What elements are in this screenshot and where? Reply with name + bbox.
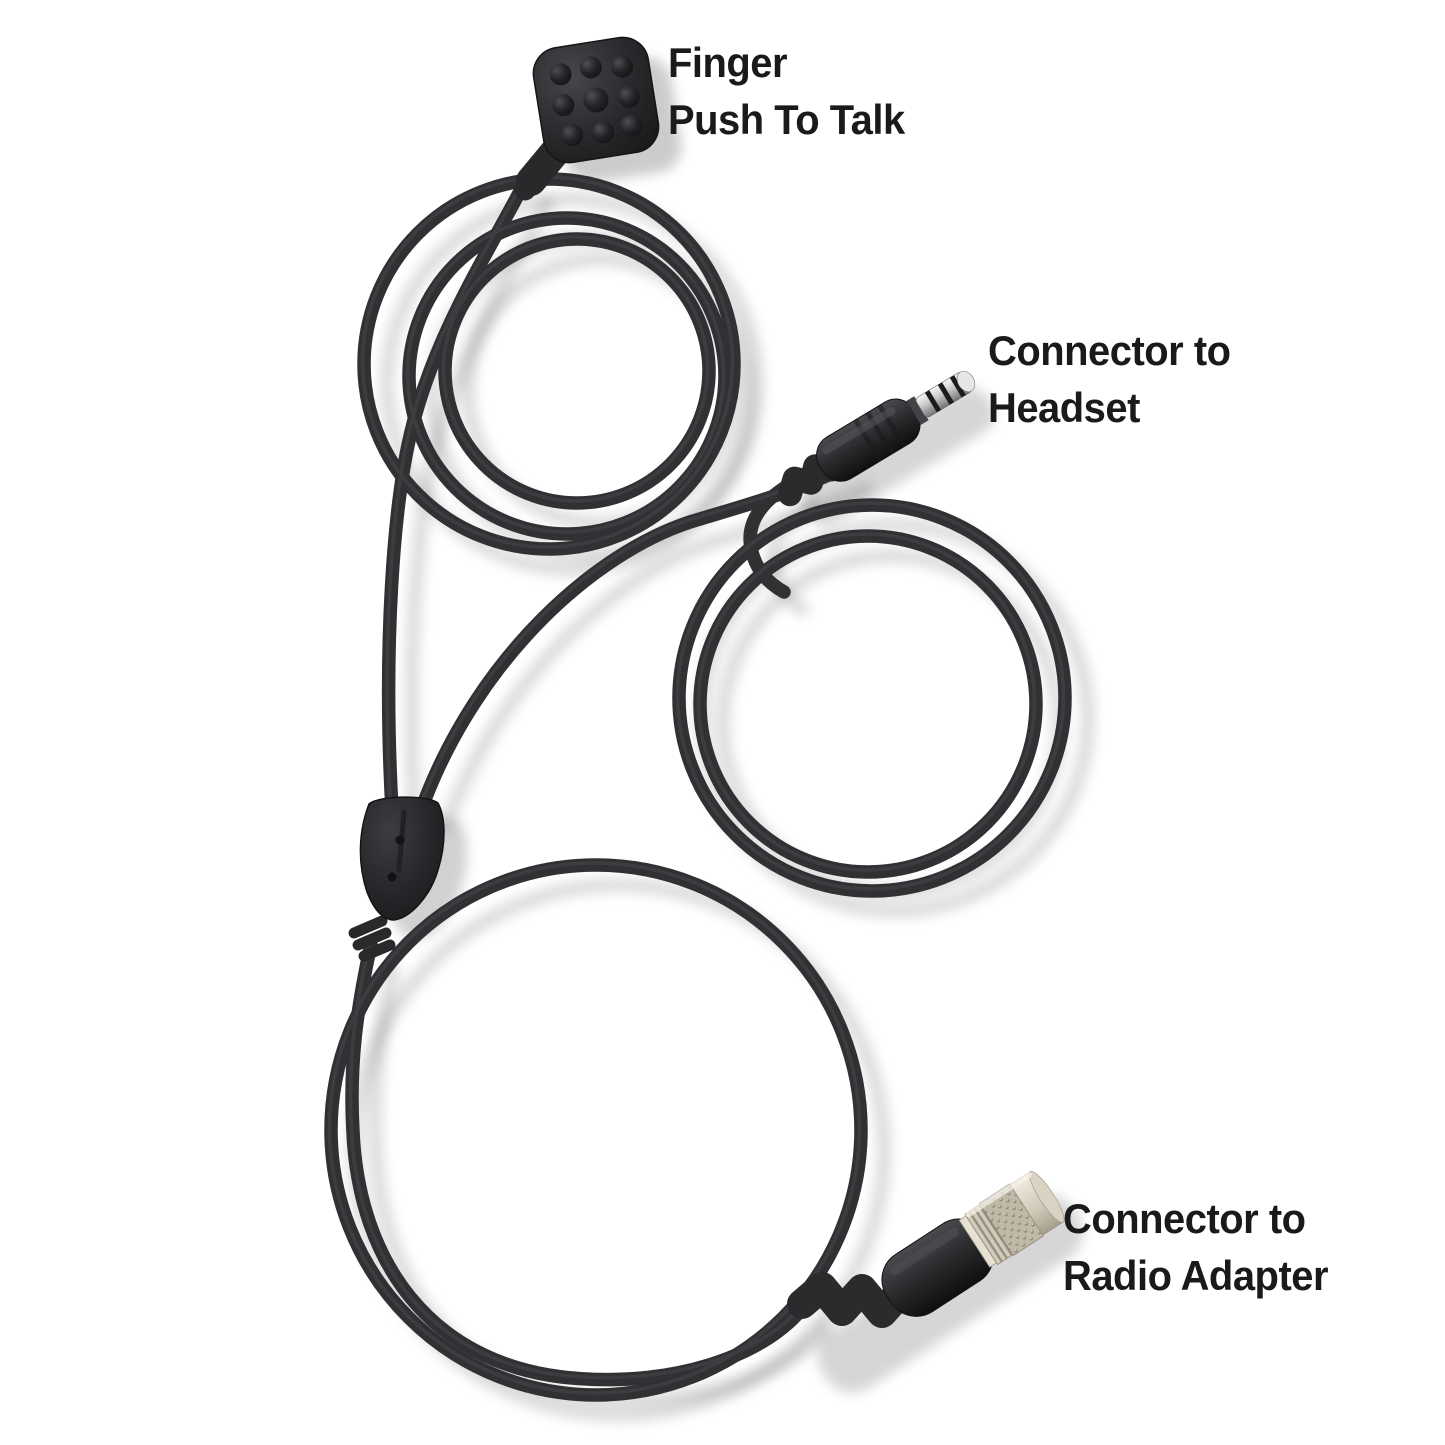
plug-collar	[906, 396, 929, 425]
radio-strain-relief	[787, 1272, 913, 1328]
radio-connector	[787, 1171, 1065, 1328]
splitter-hole	[387, 872, 397, 882]
radio-label-line1: Connector to	[1063, 1195, 1306, 1242]
headset-label-line1: Connector to	[988, 327, 1231, 374]
headset-label: Connector to Headset	[988, 322, 1231, 436]
headset-plug	[777, 370, 976, 507]
plug-tip	[956, 370, 976, 393]
ptt-strain-relief-tip	[514, 153, 559, 201]
ptt-label: Finger Push To Talk	[668, 34, 905, 148]
y-splitter	[348, 796, 445, 962]
radio-label-line2: Radio Adapter	[1063, 1252, 1329, 1299]
ptt-label-line1: Finger	[668, 39, 788, 86]
radio-silver-end	[1028, 1171, 1065, 1223]
ptt-button-dots	[549, 55, 643, 147]
ptt-label-line2: Push To Talk	[668, 96, 905, 143]
ptt-button[interactable]	[514, 34, 662, 201]
radio-label: Connector to Radio Adapter	[1063, 1190, 1328, 1304]
splitter-hole	[395, 835, 405, 845]
headset-label-line2: Headset	[988, 384, 1140, 431]
